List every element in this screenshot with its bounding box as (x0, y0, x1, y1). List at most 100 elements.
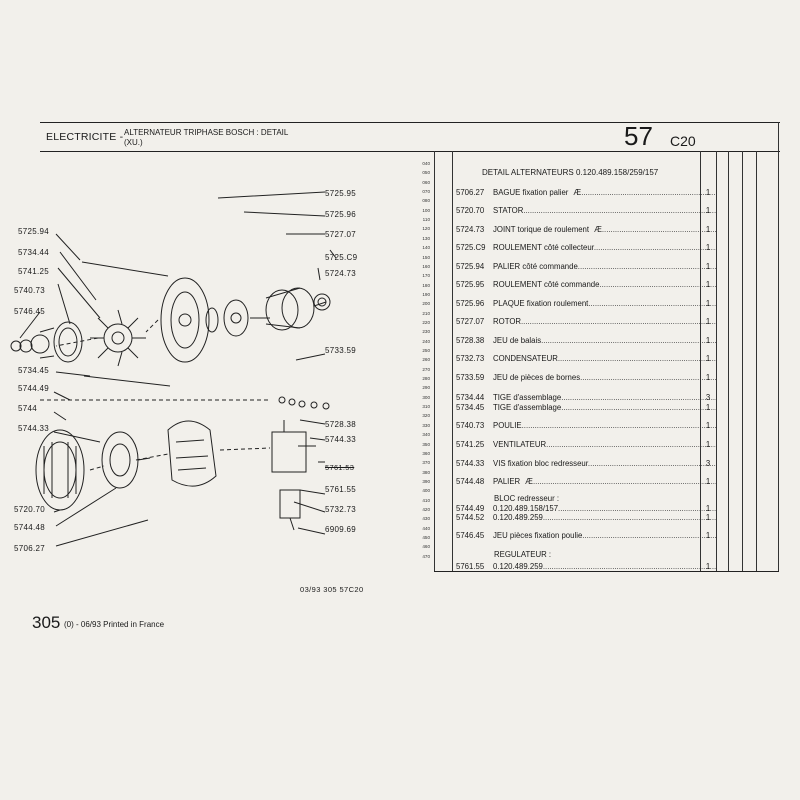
part-qty: 1 (705, 504, 711, 513)
line-number: 210 (422, 310, 430, 316)
line-number: 440 (422, 525, 430, 531)
diagram-callout: 5732.73 (325, 505, 357, 514)
diagram-callout: 5761.55 (325, 485, 357, 494)
dot-leader: ........................................… (581, 188, 716, 197)
page-code: C20 (670, 133, 696, 149)
line-number: 190 (422, 291, 430, 297)
page-number: 57 (624, 121, 653, 151)
diagram-callout: 5741.25 (18, 267, 50, 276)
bearing-icon (205, 299, 249, 337)
line-number: 370 (422, 460, 430, 466)
dot-leader: ........................................… (593, 243, 716, 252)
part-description: TIGE d'assemblage (493, 403, 562, 412)
drawing-code: 03/93 305 57C20 (300, 585, 364, 594)
line-number: 130 (422, 235, 430, 241)
dot-leader: ........................................… (521, 317, 716, 326)
part-ref: 5727.07 (456, 317, 485, 326)
part-qty: 1 (705, 225, 711, 234)
table-qty-border (700, 151, 701, 571)
line-number: 150 (422, 254, 430, 260)
part-ref: 5734.45 (456, 403, 485, 412)
line-number: 380 (422, 469, 430, 475)
part-description: JEU de pièces de bornes (493, 373, 581, 382)
part-description: ROTOR (493, 317, 522, 326)
line-number: 260 (422, 357, 430, 363)
line-number: 420 (422, 506, 430, 512)
rectifier-icon (101, 431, 151, 489)
fan-icon (90, 309, 146, 367)
line-number: 160 (422, 263, 430, 269)
diagram-callout: 5744.33 (18, 424, 50, 433)
part-ref: 5728.38 (456, 336, 485, 345)
table-subheading: REGULATEUR : (494, 550, 552, 559)
dot-leader: ........................................… (542, 562, 716, 571)
line-number: 330 (422, 422, 430, 428)
line-number: 360 (422, 450, 430, 456)
dot-leader: ........................................… (541, 336, 716, 345)
part-ref: 5725.95 (456, 280, 485, 289)
part-qty: 1 (705, 188, 711, 197)
table-row: 5727.07 ROTOR............................… (456, 317, 716, 327)
part-qty: 1 (705, 354, 711, 363)
line-number: 100 (422, 207, 430, 213)
part-ref: 5732.73 (456, 354, 485, 363)
diagram-callout: 5725.95 (325, 189, 357, 198)
part-mark: Æ (573, 188, 582, 197)
line-number: 470 (422, 553, 430, 559)
line-number: 320 (422, 413, 430, 419)
part-qty: 1 (705, 562, 711, 571)
part-description: ROULEMENT côté collecteur (493, 243, 594, 252)
part-description: ROULEMENT côté commande (493, 280, 600, 289)
diagram-callout: 5725.94 (18, 227, 50, 236)
line-number: 300 (422, 394, 430, 400)
line-number: 280 (422, 376, 430, 382)
diagram-callout: 5734.45 (18, 366, 50, 375)
part-qty: 3 (705, 393, 711, 402)
part-qty: 1 (705, 531, 711, 540)
part-ref: 5761.55 (456, 562, 485, 571)
line-number: 220 (422, 319, 430, 325)
diagram-callout: 5740.73 (14, 286, 46, 295)
slip-ring-bracket-icon (167, 420, 217, 487)
dot-leader: ........................................… (582, 531, 716, 540)
footer-print-info: (0) - 06/93 Printed in France (64, 620, 165, 629)
table-heading: DETAIL ALTERNATEURS 0.120.489.158/259/15… (482, 168, 659, 177)
diagram-callout: 5725.96 (325, 210, 357, 219)
line-number: 290 (422, 385, 430, 391)
part-description: PALIER (493, 477, 521, 486)
part-qty: 1 (705, 373, 711, 382)
footer-page-number: 305 (32, 613, 61, 632)
terminal-parts-icon (278, 396, 330, 410)
line-number: 240 (422, 338, 430, 344)
part-ref: 5734.44 (456, 393, 485, 402)
part-mark: Æ (525, 477, 533, 486)
diagram-callout: 5725.C9 (325, 253, 358, 262)
part-qty: 1 (705, 280, 711, 289)
part-description: 0.120.489.158/157 (493, 504, 559, 513)
line-number: 040 (422, 161, 430, 166)
part-ref: 5744.33 (456, 459, 485, 468)
part-description: VIS fixation bloc redresseur (493, 459, 588, 468)
diagram-callout: 5761.53 (325, 463, 355, 472)
part-ref: 5724.73 (456, 225, 485, 234)
part-qty: 1 (705, 243, 711, 252)
dot-leader: ........................................… (532, 477, 716, 486)
part-qty: 3 (705, 459, 711, 468)
part-ref: 5744.48 (456, 477, 485, 486)
header-top-rule (40, 122, 780, 123)
part-qty: 1 (705, 513, 711, 522)
rotor-icon (250, 287, 331, 331)
part-description: 0.120.489.259 (493, 562, 543, 571)
dot-leader: ........................................… (521, 421, 716, 430)
part-ref: 5706.27 (456, 188, 485, 197)
